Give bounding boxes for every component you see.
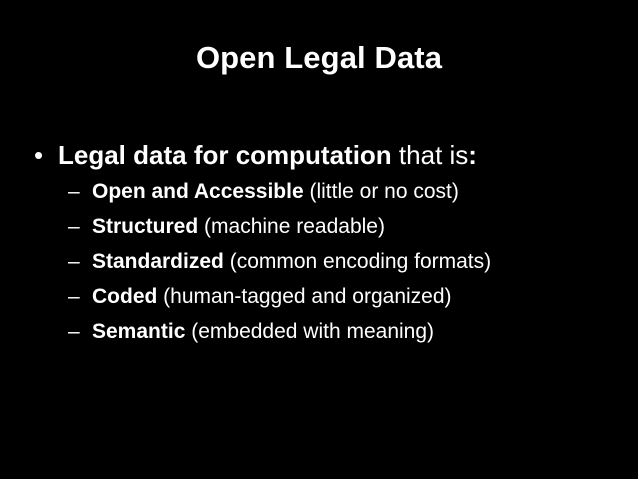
- sub-bullet-detail: (human-tagged and organized): [163, 285, 452, 308]
- sub-bullet-term: Open and Accessible: [92, 180, 304, 203]
- sub-bullet-term: Standardized: [92, 250, 224, 273]
- sub-bullet-item-semantic: – Semantic (embedded with meaning): [0, 318, 638, 353]
- sub-bullet-detail: (common encoding formats): [229, 250, 492, 273]
- sub-bullet-text: Structured (machine readable): [92, 213, 385, 241]
- en-dash-icon: –: [68, 320, 80, 343]
- sub-bullet-item-standardized: – Standardized (common encoding formats): [0, 248, 638, 283]
- main-bullet-middle: that is: [398, 140, 469, 170]
- sub-bullet-text: Semantic (embedded with meaning): [92, 318, 434, 346]
- main-bullet-lead: Legal data for computation: [58, 140, 392, 170]
- main-bullet-colon: :: [468, 140, 477, 170]
- slide-title: Open Legal Data: [195, 40, 443, 75]
- sub-bullet-detail: (machine readable): [204, 215, 385, 238]
- main-bullet-text: Legal data for computation that is:: [58, 140, 477, 171]
- sub-bullet-item-structured: – Structured (machine readable): [0, 213, 638, 248]
- sub-bullet-term: Semantic: [92, 320, 186, 343]
- en-dash-icon: –: [68, 215, 80, 238]
- sub-bullet-item-open-and-accessible: – Open and Accessible (little or no cost…: [0, 178, 638, 213]
- sub-bullet-item-coded: – Coded (human-tagged and organized): [0, 283, 638, 318]
- en-dash-icon: –: [68, 180, 80, 203]
- bullet-dot-icon: •: [34, 140, 44, 170]
- sub-bullet-text: Standardized (common encoding formats): [92, 248, 491, 276]
- sub-bullet-detail: (little or no cost): [309, 180, 459, 203]
- en-dash-icon: –: [68, 285, 80, 308]
- slide-body: • Legal data for computation that is: – …: [0, 140, 638, 353]
- sub-bullet-term: Structured: [92, 215, 199, 238]
- sub-bullet-term: Coded: [92, 285, 158, 308]
- sub-bullet-text: Coded (human-tagged and organized): [92, 283, 452, 311]
- sub-bullet-list: – Open and Accessible (little or no cost…: [0, 178, 638, 353]
- main-bullet-item: • Legal data for computation that is:: [0, 140, 638, 178]
- en-dash-icon: –: [68, 250, 80, 273]
- sub-bullet-text: Open and Accessible (little or no cost): [92, 178, 459, 206]
- sub-bullet-detail: (embedded with meaning): [191, 320, 435, 343]
- main-bullet-space: [392, 140, 399, 170]
